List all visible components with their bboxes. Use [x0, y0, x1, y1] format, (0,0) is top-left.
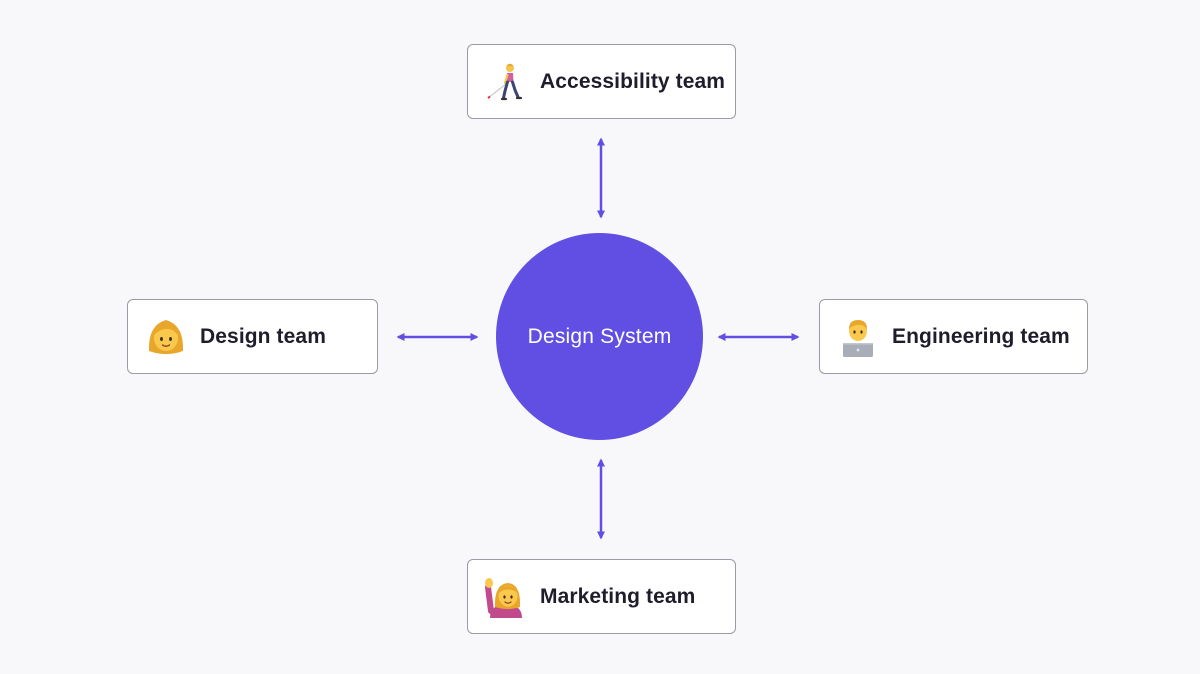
accessibility-team-label: Accessibility team	[540, 69, 726, 93]
design-team-label: Design team	[200, 324, 326, 348]
design-team-box: Design team	[127, 299, 378, 374]
design-system-hub: Design System	[496, 233, 703, 440]
engineering-team-label: Engineering team	[892, 324, 1070, 348]
technologist-icon	[836, 315, 880, 359]
woman-icon	[144, 315, 188, 359]
design-system-label: Design System	[527, 324, 672, 348]
marketing-team-box: Marketing team	[467, 559, 736, 634]
engineering-team-box: Engineering team	[819, 299, 1088, 374]
marketing-team-label: Marketing team	[540, 584, 696, 608]
person-with-white-cane-icon	[484, 60, 528, 104]
person-raising-hand-icon	[484, 575, 528, 619]
accessibility-team-box: Accessibility team	[467, 44, 736, 119]
